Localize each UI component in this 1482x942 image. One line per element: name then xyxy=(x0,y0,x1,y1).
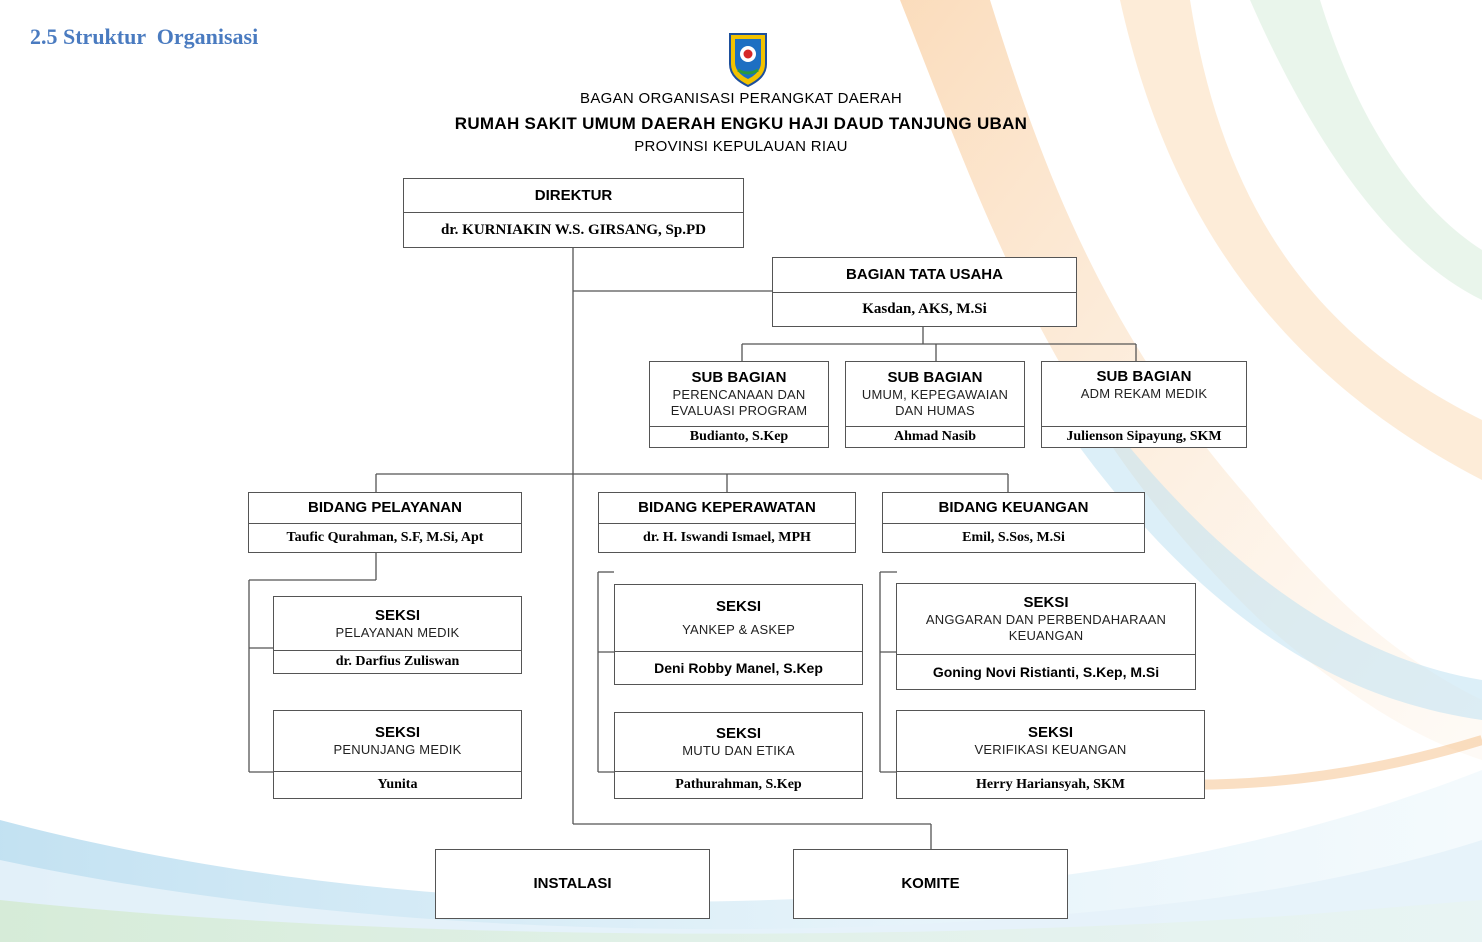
sub-bagian-desc: ADM REKAM MEDIK xyxy=(1080,386,1208,401)
seksi-title: SEKSI xyxy=(374,606,420,624)
seksi-title: SEKSI xyxy=(374,724,420,742)
sub-bagian-name: Julienson Sipayung, SKM xyxy=(1066,429,1222,444)
bidang-title: BIDANG PELAYANAN xyxy=(308,499,462,516)
seksi-anggaran-box: SEKSI ANGGARAN DAN PERBENDAHARAAN KEUANG… xyxy=(896,583,1196,690)
bidang-name: dr. H. Iswandi Ismael, MPH xyxy=(643,530,811,545)
sub-bagian-title: SUB BAGIAN xyxy=(1096,368,1192,385)
sub-bagian-name: Budianto, S.Kep xyxy=(689,429,789,444)
seksi-desc: ANGGARAN DAN PERBENDAHARAAN KEUANGAN xyxy=(925,612,1167,643)
sub-bagian-title: SUB BAGIAN xyxy=(691,369,787,387)
seksi-title: SEKSI xyxy=(1023,594,1069,612)
section-title: 2.5 Struktur Organisasi xyxy=(30,24,259,49)
seksi-name: Deni Robby Manel, S.Kep xyxy=(654,660,823,676)
bidang-title: BIDANG KEPERAWATAN xyxy=(638,499,816,516)
direktur-name: dr. KURNIAKIN W.S. GIRSANG, Sp.PD xyxy=(441,221,706,238)
bidang-keuangan-box: BIDANG KEUANGAN Emil, S.Sos, M.Si xyxy=(882,492,1145,553)
direktur-box: DIREKTUR dr. KURNIAKIN W.S. GIRSANG, Sp.… xyxy=(403,178,744,248)
tata-usaha-name: Kasdan, AKS, M.Si xyxy=(862,301,987,317)
sub-bagian-rekam-medik-box: SUB BAGIAN ADM REKAM MEDIK Julienson Sip… xyxy=(1041,361,1247,448)
sub-bagian-title: SUB BAGIAN xyxy=(887,369,983,387)
seksi-desc: MUTU DAN ETIKA xyxy=(682,743,795,759)
seksi-yankep-box: SEKSI YANKEP & ASKEP Deni Robby Manel, S… xyxy=(614,584,863,685)
komite-box: KOMITE xyxy=(793,849,1068,919)
tata-usaha-title: BAGIAN TATA USAHA xyxy=(846,266,1003,283)
seksi-desc: VERIFIKASI KEUANGAN xyxy=(974,742,1127,758)
bidang-title: BIDANG KEUANGAN xyxy=(938,499,1089,516)
seksi-name: dr. Darfius Zuliswan xyxy=(335,654,460,669)
sub-bagian-desc: PERENCANAAN DAN EVALUASI PROGRAM xyxy=(670,387,808,418)
seksi-desc: PENUNJANG MEDIK xyxy=(333,742,462,758)
seksi-title: SEKSI xyxy=(1027,724,1073,742)
sub-bagian-name: Ahmad Nasib xyxy=(893,429,977,444)
direktur-title: DIREKTUR xyxy=(534,186,613,204)
sub-bagian-desc: UMUM, KEPEGAWAIAN DAN HUMAS xyxy=(861,387,1009,418)
seksi-title: SEKSI xyxy=(715,725,761,743)
seksi-name: Herry Hariansyah, SKM xyxy=(976,777,1125,792)
seksi-name: Yunita xyxy=(377,777,418,792)
seksi-verifikasi-box: SEKSI VERIFIKASI KEUANGAN Herry Hariansy… xyxy=(896,710,1205,799)
sub-bagian-umum-box: SUB BAGIAN UMUM, KEPEGAWAIAN DAN HUMAS A… xyxy=(845,361,1025,448)
seksi-penunjang-medik-box: SEKSI PENUNJANG MEDIK Yunita xyxy=(273,710,522,799)
seksi-title: SEKSI xyxy=(715,598,761,616)
seksi-name: Goning Novi Ristianti, S.Kep, M.Si xyxy=(932,664,1160,680)
komite-title: KOMITE xyxy=(901,875,960,892)
province-emblem-icon xyxy=(729,33,767,88)
seksi-desc: PELAYANAN MEDIK xyxy=(335,624,460,640)
chart-header-line3: PROVINSI KEPULAUAN RIAU xyxy=(634,138,848,155)
seksi-mutu-box: SEKSI MUTU DAN ETIKA Pathurahman, S.Kep xyxy=(614,712,863,799)
chart-header-line2: RUMAH SAKIT UMUM DAERAH ENGKU HAJI DAUD … xyxy=(454,114,1028,133)
tata-usaha-box: BAGIAN TATA USAHA Kasdan, AKS, M.Si xyxy=(772,257,1077,327)
seksi-desc: YANKEP & ASKEP xyxy=(682,622,795,638)
instalasi-title: INSTALASI xyxy=(533,875,612,892)
seksi-name: Pathurahman, S.Kep xyxy=(675,777,802,792)
bidang-name: Taufic Qurahman, S.F, M.Si, Apt xyxy=(286,530,484,545)
chart-header-line1: BAGAN ORGANISASI PERANGKAT DAERAH xyxy=(580,90,902,107)
sub-bagian-perencanaan-box: SUB BAGIAN PERENCANAAN DAN EVALUASI PROG… xyxy=(649,361,829,448)
bidang-keperawatan-box: BIDANG KEPERAWATAN dr. H. Iswandi Ismael… xyxy=(598,492,856,553)
instalasi-box: INSTALASI xyxy=(435,849,710,919)
bidang-pelayanan-box: BIDANG PELAYANAN Taufic Qurahman, S.F, M… xyxy=(248,492,522,553)
bidang-name: Emil, S.Sos, M.Si xyxy=(962,530,1065,545)
seksi-pelayanan-medik-box: SEKSI PELAYANAN MEDIK dr. Darfius Zulisw… xyxy=(273,596,522,674)
